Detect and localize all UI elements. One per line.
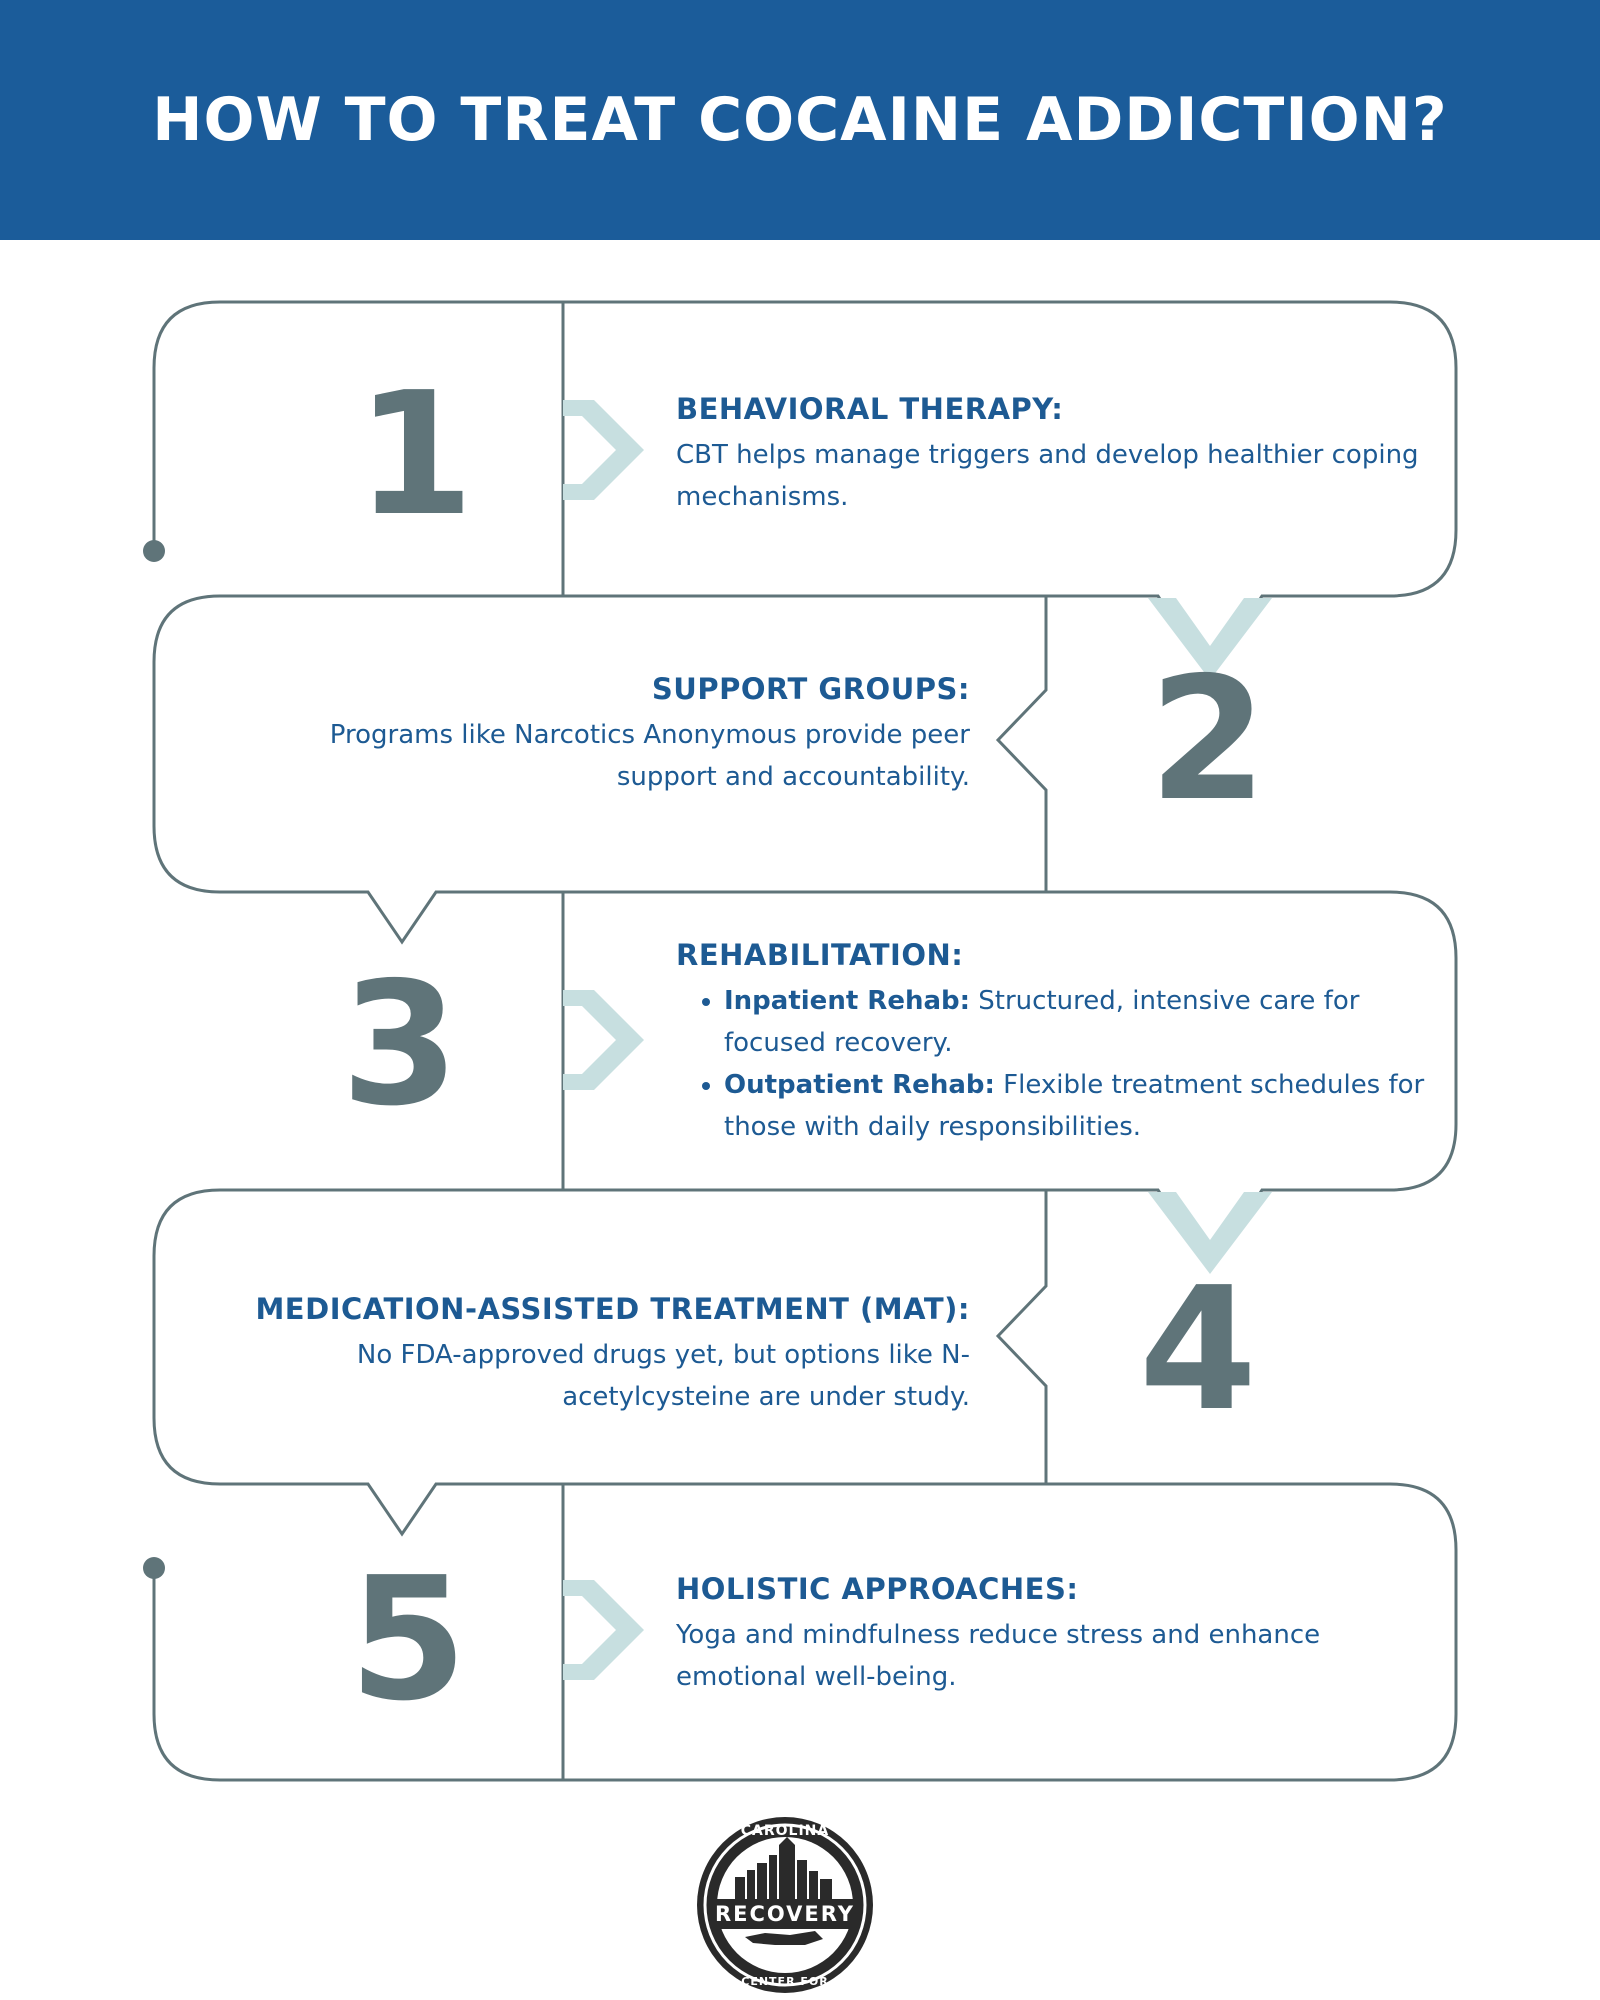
- down-chevron-4-icon: [1148, 1192, 1272, 1274]
- carolina-recovery-logo: RECOVERY CAROLINA CENTER FOR: [697, 1817, 873, 1993]
- list-item-label: Outpatient Rehab:: [724, 1070, 995, 1100]
- list-item: Outpatient Rehab: Flexible treatment sch…: [724, 1064, 1446, 1148]
- list-item-text: Flexible treatment schedules for those w…: [724, 1070, 1425, 1142]
- logo-main-text: RECOVERY: [715, 1902, 855, 1926]
- step-1-description: CBT helps manage triggers and develop he…: [676, 440, 1419, 512]
- step-5-content: HOLISTIC APPROACHES: Yoga and mindfulnes…: [676, 1572, 1446, 1698]
- step-2-title: SUPPORT GROUPS:: [651, 672, 970, 706]
- list-item-text: Structured, intensive care for focused r…: [724, 986, 1360, 1058]
- step-2-description: Programs like Narcotics Anonymous provid…: [329, 720, 970, 792]
- start-dot: [143, 540, 165, 562]
- step-1-title: BEHAVIORAL THERAPY:: [676, 392, 1064, 426]
- down-chevron-2-icon: [1148, 598, 1272, 680]
- step-4-title: MEDICATION-ASSISTED TREATMENT (MAT):: [255, 1292, 970, 1326]
- step-number-2: 2: [1148, 641, 1268, 839]
- step-number-4: 4: [1138, 1251, 1258, 1449]
- step-number-5: 5: [348, 1541, 468, 1739]
- list-item: Inpatient Rehab: Structured, intensive c…: [724, 980, 1446, 1064]
- page-title: HOW TO TREAT COCAINE ADDICTION?: [152, 85, 1448, 155]
- box-3-outline: [563, 890, 1458, 1273]
- step-3-title: REHABILITATION:: [676, 938, 964, 972]
- box-4-outline: [152, 1188, 1048, 1537]
- step-2-content: SUPPORT GROUPS: Programs like Narcotics …: [240, 672, 970, 798]
- list-item-label: Inpatient Rehab:: [724, 986, 971, 1016]
- step-1-content: BEHAVIORAL THERAPY: CBT helps manage tri…: [676, 392, 1446, 518]
- step-3-list: Inpatient Rehab: Structured, intensive c…: [676, 980, 1446, 1148]
- logo-top-text: CAROLINA: [741, 1823, 829, 1839]
- chevron-3-icon: [563, 990, 644, 1090]
- chevron-1-icon: [563, 400, 644, 500]
- box-1-outline: [152, 300, 1458, 679]
- step-4-description: No FDA-approved drugs yet, but options l…: [356, 1340, 970, 1412]
- header-banner: HOW TO TREAT COCAINE ADDICTION?: [0, 0, 1600, 240]
- step-5-title: HOLISTIC APPROACHES:: [676, 1572, 1079, 1606]
- step-5-description: Yoga and mindfulness reduce stress and e…: [676, 1620, 1321, 1692]
- end-dot: [143, 1557, 165, 1579]
- step-number-1: 1: [355, 356, 475, 554]
- box-5-outline: [152, 1482, 1458, 1782]
- chevron-5-icon: [563, 1580, 644, 1680]
- step-number-3: 3: [340, 946, 460, 1144]
- box-2-outline: [152, 594, 1048, 945]
- state-shape-icon: [745, 1931, 823, 1945]
- step-4-content: MEDICATION-ASSISTED TREATMENT (MAT): No …: [180, 1292, 970, 1418]
- logo-bottom-text: CENTER FOR: [741, 1975, 828, 1988]
- step-3-content: REHABILITATION: Inpatient Rehab: Structu…: [676, 938, 1446, 1148]
